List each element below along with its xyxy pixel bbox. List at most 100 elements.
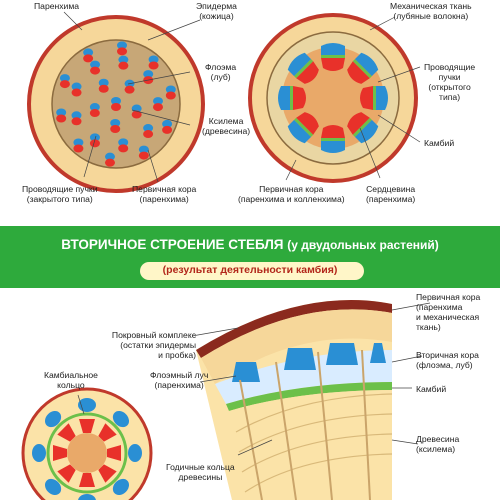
year-ring — [238, 413, 393, 453]
ring-phloem-bundle — [112, 410, 130, 428]
ring-xylem-bundle — [53, 445, 67, 461]
cover-complex-label-3: и пробка) — [158, 350, 196, 360]
cover-complex-label-1: Покровный комплекс — [111, 330, 196, 340]
wood-ray — [361, 349, 371, 500]
open-bundle — [347, 52, 379, 84]
ring-xylem-bundle — [107, 445, 121, 461]
pith-label: Сердцевина(паренхима) — [366, 184, 415, 204]
ring-xylem — [107, 445, 121, 461]
xylem-label-1: Ксилема — [208, 116, 244, 126]
primary-cortex-bottom-label-1: Первичная кора — [416, 292, 481, 302]
phloem-ray-label-1: Флоэмный луч — [150, 370, 209, 380]
closed-bundle — [71, 82, 82, 97]
year-ring — [235, 393, 393, 433]
bundle-phloem — [59, 74, 70, 83]
phloem-block — [284, 348, 316, 370]
bundle-cambium — [294, 117, 314, 137]
ring-xylem — [57, 423, 76, 442]
bundle-cambium — [321, 138, 345, 141]
bundle-xylem — [73, 144, 84, 153]
bundle-phloem — [148, 55, 159, 64]
bundle-xylem — [89, 139, 100, 148]
bundle-xylem — [321, 125, 345, 138]
wood-label-1: Древесина — [416, 434, 460, 444]
ring-xylem — [79, 419, 95, 433]
bundle-xylem — [111, 103, 121, 111]
xylem-label-2: (древесина) — [202, 126, 251, 136]
closed-bundles-label-1: Проводящие пучки — [22, 184, 98, 194]
wood-label: Древесина(ксилема) — [416, 434, 459, 454]
open-bundles-label-3: (открытого — [428, 82, 471, 92]
bundle-xylem — [59, 80, 70, 89]
bundle-xylem — [71, 88, 82, 97]
bundle-xylem — [293, 86, 306, 110]
closed-bundle — [111, 97, 121, 111]
parenchyma-label: Паренхима — [34, 1, 80, 11]
open-bundles-label-4: типа) — [439, 92, 461, 102]
wood-label-2: (ксилема) — [416, 444, 456, 454]
closed-bundle — [83, 48, 94, 63]
bundle-xylem — [296, 61, 319, 84]
ring-xylem-bundle — [79, 419, 95, 433]
closed-bundle — [104, 152, 115, 167]
closed-bundle — [89, 133, 100, 148]
ring-xylem-bundle — [57, 464, 76, 483]
closed-bundle — [90, 60, 101, 75]
pith-label-2: (паренхима) — [366, 194, 416, 204]
bundle-phloem — [143, 70, 154, 79]
section-title: ВТОРИЧНОЕ СТРОЕНИЕ СТЕБЛЯ (у двудольных … — [0, 237, 500, 252]
bundle-xylem — [152, 103, 163, 112]
closed-bundle — [118, 55, 129, 70]
primary-cortex-mid-label-2: (паренхима и колленхима) — [238, 194, 345, 204]
mech-tissue-label-2: (лубяные волокна) — [393, 11, 469, 21]
primary-cortex-mid-label-1: Первичная кора — [259, 184, 324, 194]
open-bundle — [321, 43, 345, 71]
bundle-xylem — [360, 86, 373, 110]
open-bundle — [347, 112, 379, 144]
bundle-xylem — [131, 110, 142, 119]
ring-phloem-bundle — [78, 494, 96, 500]
bundle-xylem — [104, 158, 115, 167]
bundle-xylem — [138, 151, 149, 160]
year-rings-label-2: древесины — [178, 472, 223, 482]
subtitle-pill — [140, 262, 364, 280]
phloem-label: Флоэма(луб) — [205, 62, 236, 82]
primary-cortex-bottom-label-3: и механическая — [416, 312, 480, 322]
bundle-xylem — [110, 124, 121, 133]
closed-bundle — [143, 124, 154, 139]
closed-bundle — [138, 145, 149, 160]
bundle-cambium — [352, 117, 372, 137]
epidermis-label-1: Эпидерма — [196, 1, 237, 11]
phloem-label-1: Флоэма — [205, 62, 237, 72]
bundle-phloem — [354, 119, 379, 144]
bundle-phloem — [98, 78, 109, 87]
bundle-xylem — [321, 58, 345, 71]
closed-bundle — [162, 119, 173, 134]
bundle-phloem — [118, 138, 129, 147]
ring-phloem — [112, 410, 130, 428]
bundle-cambium — [373, 86, 376, 110]
phloem-ray-label-2: (паренхима) — [154, 380, 204, 390]
secondary-cortex-label-2: (флоэма, луб) — [416, 360, 473, 370]
epidermis-label: Эпидерма(кожица) — [196, 1, 237, 21]
primary-cortex-left-label-2: (паренхима) — [139, 194, 189, 204]
closed-bundles-label-2: (закрытого типа) — [26, 194, 93, 204]
cambium-bottom-label: Камбий — [416, 384, 447, 394]
bundle-phloem — [138, 145, 149, 154]
closed-bundle — [59, 74, 70, 89]
bundle-phloem — [165, 85, 176, 94]
ring-phloem — [32, 444, 46, 462]
bundle-phloem — [143, 124, 154, 133]
closed-bundle — [56, 108, 67, 123]
epidermis-label-2: (кожица) — [199, 11, 234, 21]
closed-bundle — [148, 55, 159, 70]
bundle-cambium — [321, 55, 345, 58]
wood-ray — [317, 351, 333, 500]
open-bundle — [287, 112, 319, 144]
bundle-xylem — [124, 85, 135, 94]
primary-cortex-mid-label: Первичная кора(паренхима и колленхима) — [238, 184, 345, 204]
